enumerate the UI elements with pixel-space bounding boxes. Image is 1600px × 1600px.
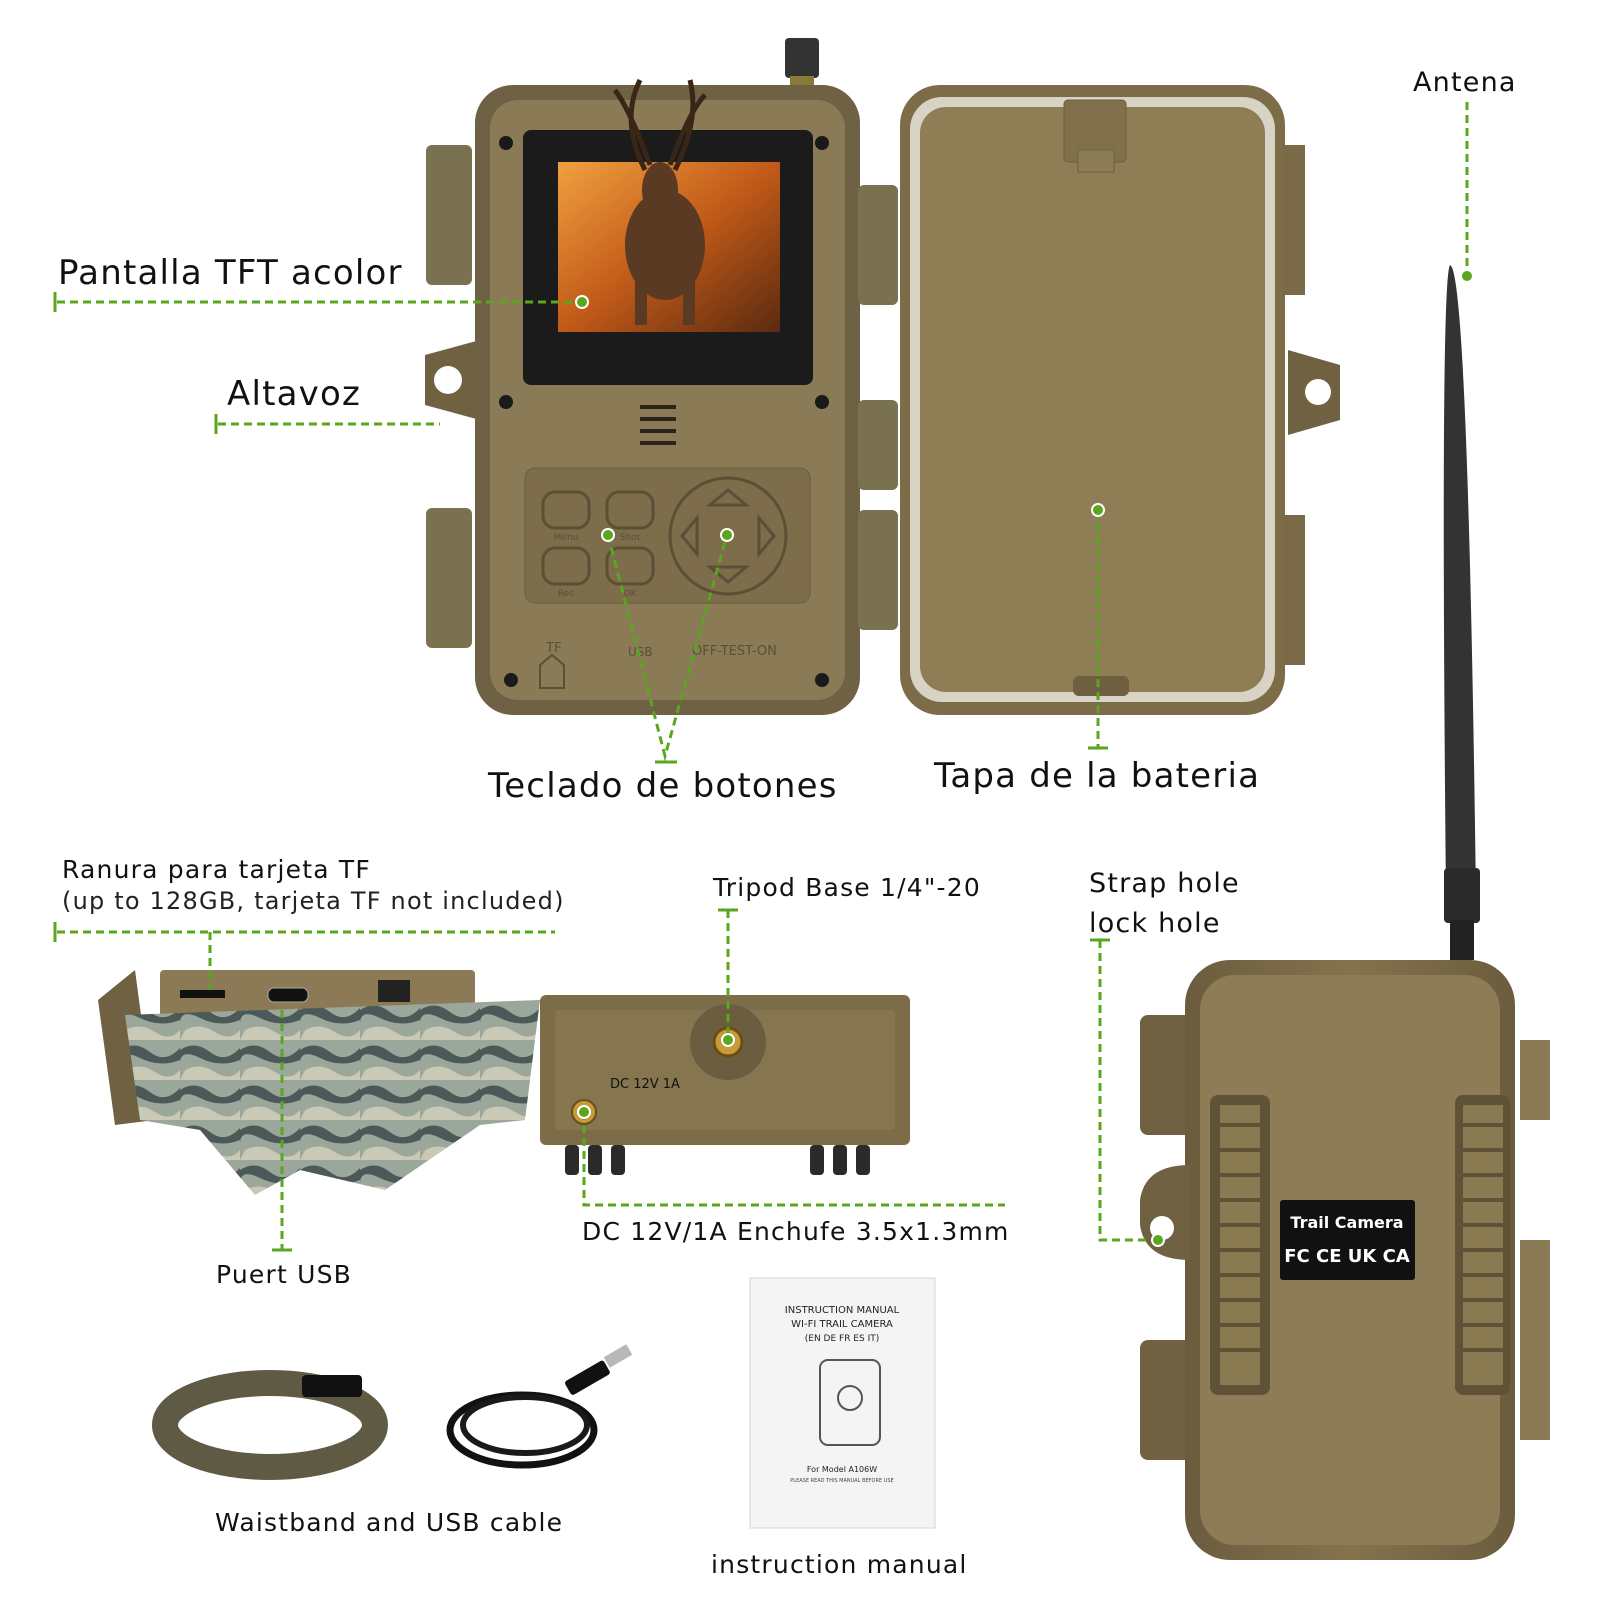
manual-line2: WI-FI TRAIL CAMERA bbox=[791, 1319, 893, 1330]
camera-bottom-camo bbox=[98, 970, 540, 1195]
label-pantalla: Pantalla TFT acolor bbox=[58, 253, 403, 293]
manual-line1: INSTRUCTION MANUAL bbox=[785, 1305, 900, 1316]
callout-tick-marks bbox=[53, 292, 1110, 1252]
label-antena: Antena bbox=[1413, 67, 1517, 98]
trail-camera-badge bbox=[1280, 1200, 1415, 1280]
camera-front-open: Menu Shot Rec OK TF USB OFF-TEST-ON bbox=[425, 38, 898, 715]
label-ranura-sub: (up to 128GB, tarjeta TF not included) bbox=[62, 887, 565, 915]
camera-bottom-tripod: DC 12V 1A bbox=[540, 995, 910, 1175]
label-teclado: Teclado de botones bbox=[488, 766, 838, 806]
speaker-grille bbox=[640, 405, 676, 445]
keypad-buttons bbox=[541, 476, 788, 596]
camera-back: Trail Camera FC CE UK CA bbox=[1140, 960, 1550, 1560]
label-altavoz: Altavoz bbox=[227, 374, 362, 414]
badge-title: Trail Camera bbox=[1290, 1213, 1403, 1232]
callout-dots bbox=[575, 269, 1474, 1247]
port-label-switch: OFF-TEST-ON bbox=[692, 644, 777, 659]
label-lock-hole: lock hole bbox=[1089, 908, 1221, 939]
manual-note: PLEASE READ THIS MANUAL BEFORE USE bbox=[790, 1478, 893, 1484]
manual-model: For Model A106W bbox=[807, 1465, 877, 1474]
dc-port-marking: DC 12V 1A bbox=[610, 1077, 680, 1092]
port-label-tf: TF bbox=[545, 641, 561, 656]
keypad-label-shot: Shot bbox=[620, 533, 641, 543]
keypad-label-menu: Menu bbox=[554, 533, 579, 543]
label-ranura-title: Ranura para tarjeta TF bbox=[62, 855, 371, 884]
keypad-label-rec: Rec bbox=[558, 589, 574, 599]
usb-cable bbox=[446, 1344, 633, 1469]
port-label-usb: USB bbox=[628, 645, 653, 659]
label-strap-hole: Strap hole bbox=[1089, 868, 1240, 899]
camera-battery-cover bbox=[900, 85, 1340, 715]
label-tripod: Tripod Base 1/4"-20 bbox=[713, 873, 981, 902]
waistband-strap bbox=[152, 1370, 388, 1480]
antenna-graphic bbox=[1443, 265, 1480, 960]
instruction-manual-booklet: INSTRUCTION MANUAL WI-FI TRAIL CAMERA (E… bbox=[749, 1277, 936, 1529]
manual-line3: (EN DE FR ES IT) bbox=[805, 1334, 879, 1344]
label-waistband: Waistband and USB cable bbox=[215, 1508, 564, 1537]
callout-leaders bbox=[57, 102, 1469, 1250]
label-manual: instruction manual bbox=[711, 1550, 968, 1579]
label-usb: Puert USB bbox=[216, 1260, 353, 1289]
label-dc: DC 12V/1A Enchufe 3.5x1.3mm bbox=[582, 1217, 1010, 1246]
label-tapa: Tapa de la bateria bbox=[934, 756, 1261, 796]
badge-certifications: FC CE UK CA bbox=[1284, 1246, 1410, 1267]
keypad-label-ok: OK bbox=[624, 589, 638, 599]
